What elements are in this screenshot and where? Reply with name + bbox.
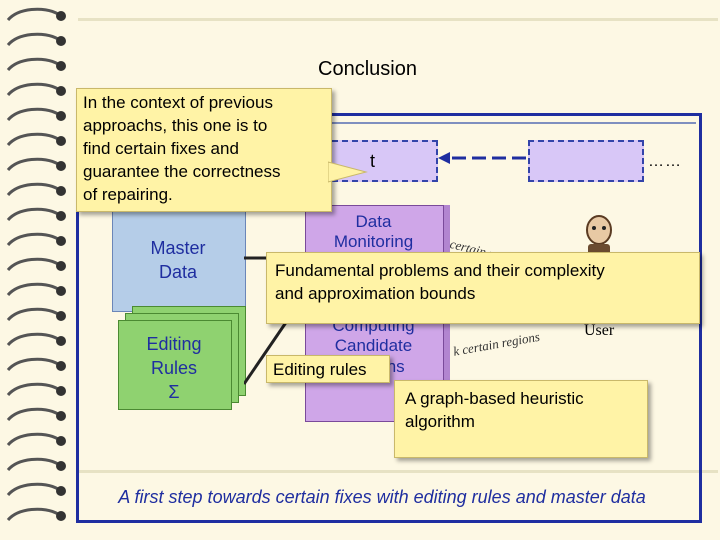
binding-hole [56, 286, 66, 296]
context-note-callout: In the context of previous approachs, th… [76, 88, 332, 212]
binding-ring [6, 182, 59, 197]
binding-ring [6, 457, 59, 472]
continuation-dots: …… [648, 153, 682, 170]
binding-ring [6, 257, 59, 272]
binding-ring [6, 382, 59, 397]
graph-heuristic-callout: A graph-based heuristic algorithm [394, 380, 648, 458]
context-note-line2: approachs, this one is to [83, 116, 268, 135]
context-note-line5: of repairing. [83, 185, 173, 204]
diagram-frame [76, 113, 702, 523]
slide-footer: A first step towards certain fixes with … [118, 487, 646, 507]
frame-divider [82, 122, 696, 124]
flow-arrow [438, 152, 526, 164]
binding-ring [6, 107, 59, 122]
binding-ring [6, 82, 59, 97]
binding-hole [56, 436, 66, 446]
data-monitoring-label: Data Monitoring [305, 212, 442, 253]
binding-hole [56, 361, 66, 371]
binding-ring [6, 507, 59, 522]
binding-ring [6, 7, 59, 22]
binding-ring [6, 332, 59, 347]
fundamental-line1: Fundamental problems and their complexit… [275, 261, 605, 280]
binding-hole [56, 211, 66, 221]
fundamental-line2: and approximation bounds [275, 284, 476, 303]
context-note-line3: find certain fixes and [83, 137, 325, 160]
editing-rules-label: Editing Rules Σ [118, 332, 230, 404]
master-data-line1: Master [150, 238, 206, 258]
binding-ring [6, 307, 59, 322]
input-tuple-box [322, 140, 438, 182]
binding-hole [56, 161, 66, 171]
binding-hole [56, 511, 66, 521]
context-note-line3-text: find certain fixes and [83, 139, 239, 158]
notebook-line [78, 18, 718, 21]
binding-hole [56, 136, 66, 146]
editing-rules-line3: Σ [168, 382, 180, 402]
output-tuple-box [528, 140, 644, 182]
binding-ring [6, 232, 59, 247]
master-data-label: Master Data [112, 236, 244, 284]
binding-hole [56, 386, 66, 396]
binding-ring [6, 157, 59, 172]
binding-hole [56, 336, 66, 346]
binding-ring [6, 432, 59, 447]
editing-rules-callout: Editing rules [266, 355, 390, 383]
binding-hole [56, 486, 66, 496]
binding-hole [56, 36, 66, 46]
callout-pointer [328, 161, 368, 183]
graph-heuristic-line2: algorithm [405, 412, 475, 431]
binding-ring [6, 282, 59, 297]
binding-hole [56, 61, 66, 71]
binding-hole [56, 411, 66, 421]
binding-hole [56, 311, 66, 321]
binding-hole [56, 86, 66, 96]
graph-heuristic-line1: A graph-based heuristic [405, 389, 584, 408]
binding-hole [56, 236, 66, 246]
spiral-binding [6, 7, 66, 522]
notebook-line [78, 470, 718, 473]
binding-ring [6, 57, 59, 72]
binding-hole [56, 261, 66, 271]
binding-hole [56, 11, 66, 21]
binding-hole [56, 461, 66, 471]
fundamental-problems-callout: Fundamental problems and their complexit… [266, 252, 700, 324]
binding-ring [6, 357, 59, 372]
slide-title: Conclusion [318, 58, 417, 80]
editing-rules-line1: Editing [146, 334, 202, 354]
context-note-line4: guarantee the correctness [83, 162, 281, 181]
computing-line2: Candidate [334, 336, 413, 356]
editing-rules-sheet-front [118, 320, 232, 410]
data-monitoring-line2: Monitoring [333, 232, 414, 252]
binding-ring [6, 32, 59, 47]
binding-hole [56, 111, 66, 121]
binding-ring [6, 132, 59, 147]
binding-hole [56, 186, 66, 196]
data-monitoring-line1: Data [355, 212, 392, 231]
tuple-label: t [370, 151, 376, 171]
editing-rules-line2: Rules [150, 358, 198, 378]
context-note-line1: In the context of previous [83, 93, 273, 112]
master-data-line2: Data [158, 262, 198, 282]
user-label: User [584, 322, 615, 339]
binding-ring [6, 407, 59, 422]
binding-ring [6, 207, 59, 222]
binding-ring [6, 482, 59, 497]
